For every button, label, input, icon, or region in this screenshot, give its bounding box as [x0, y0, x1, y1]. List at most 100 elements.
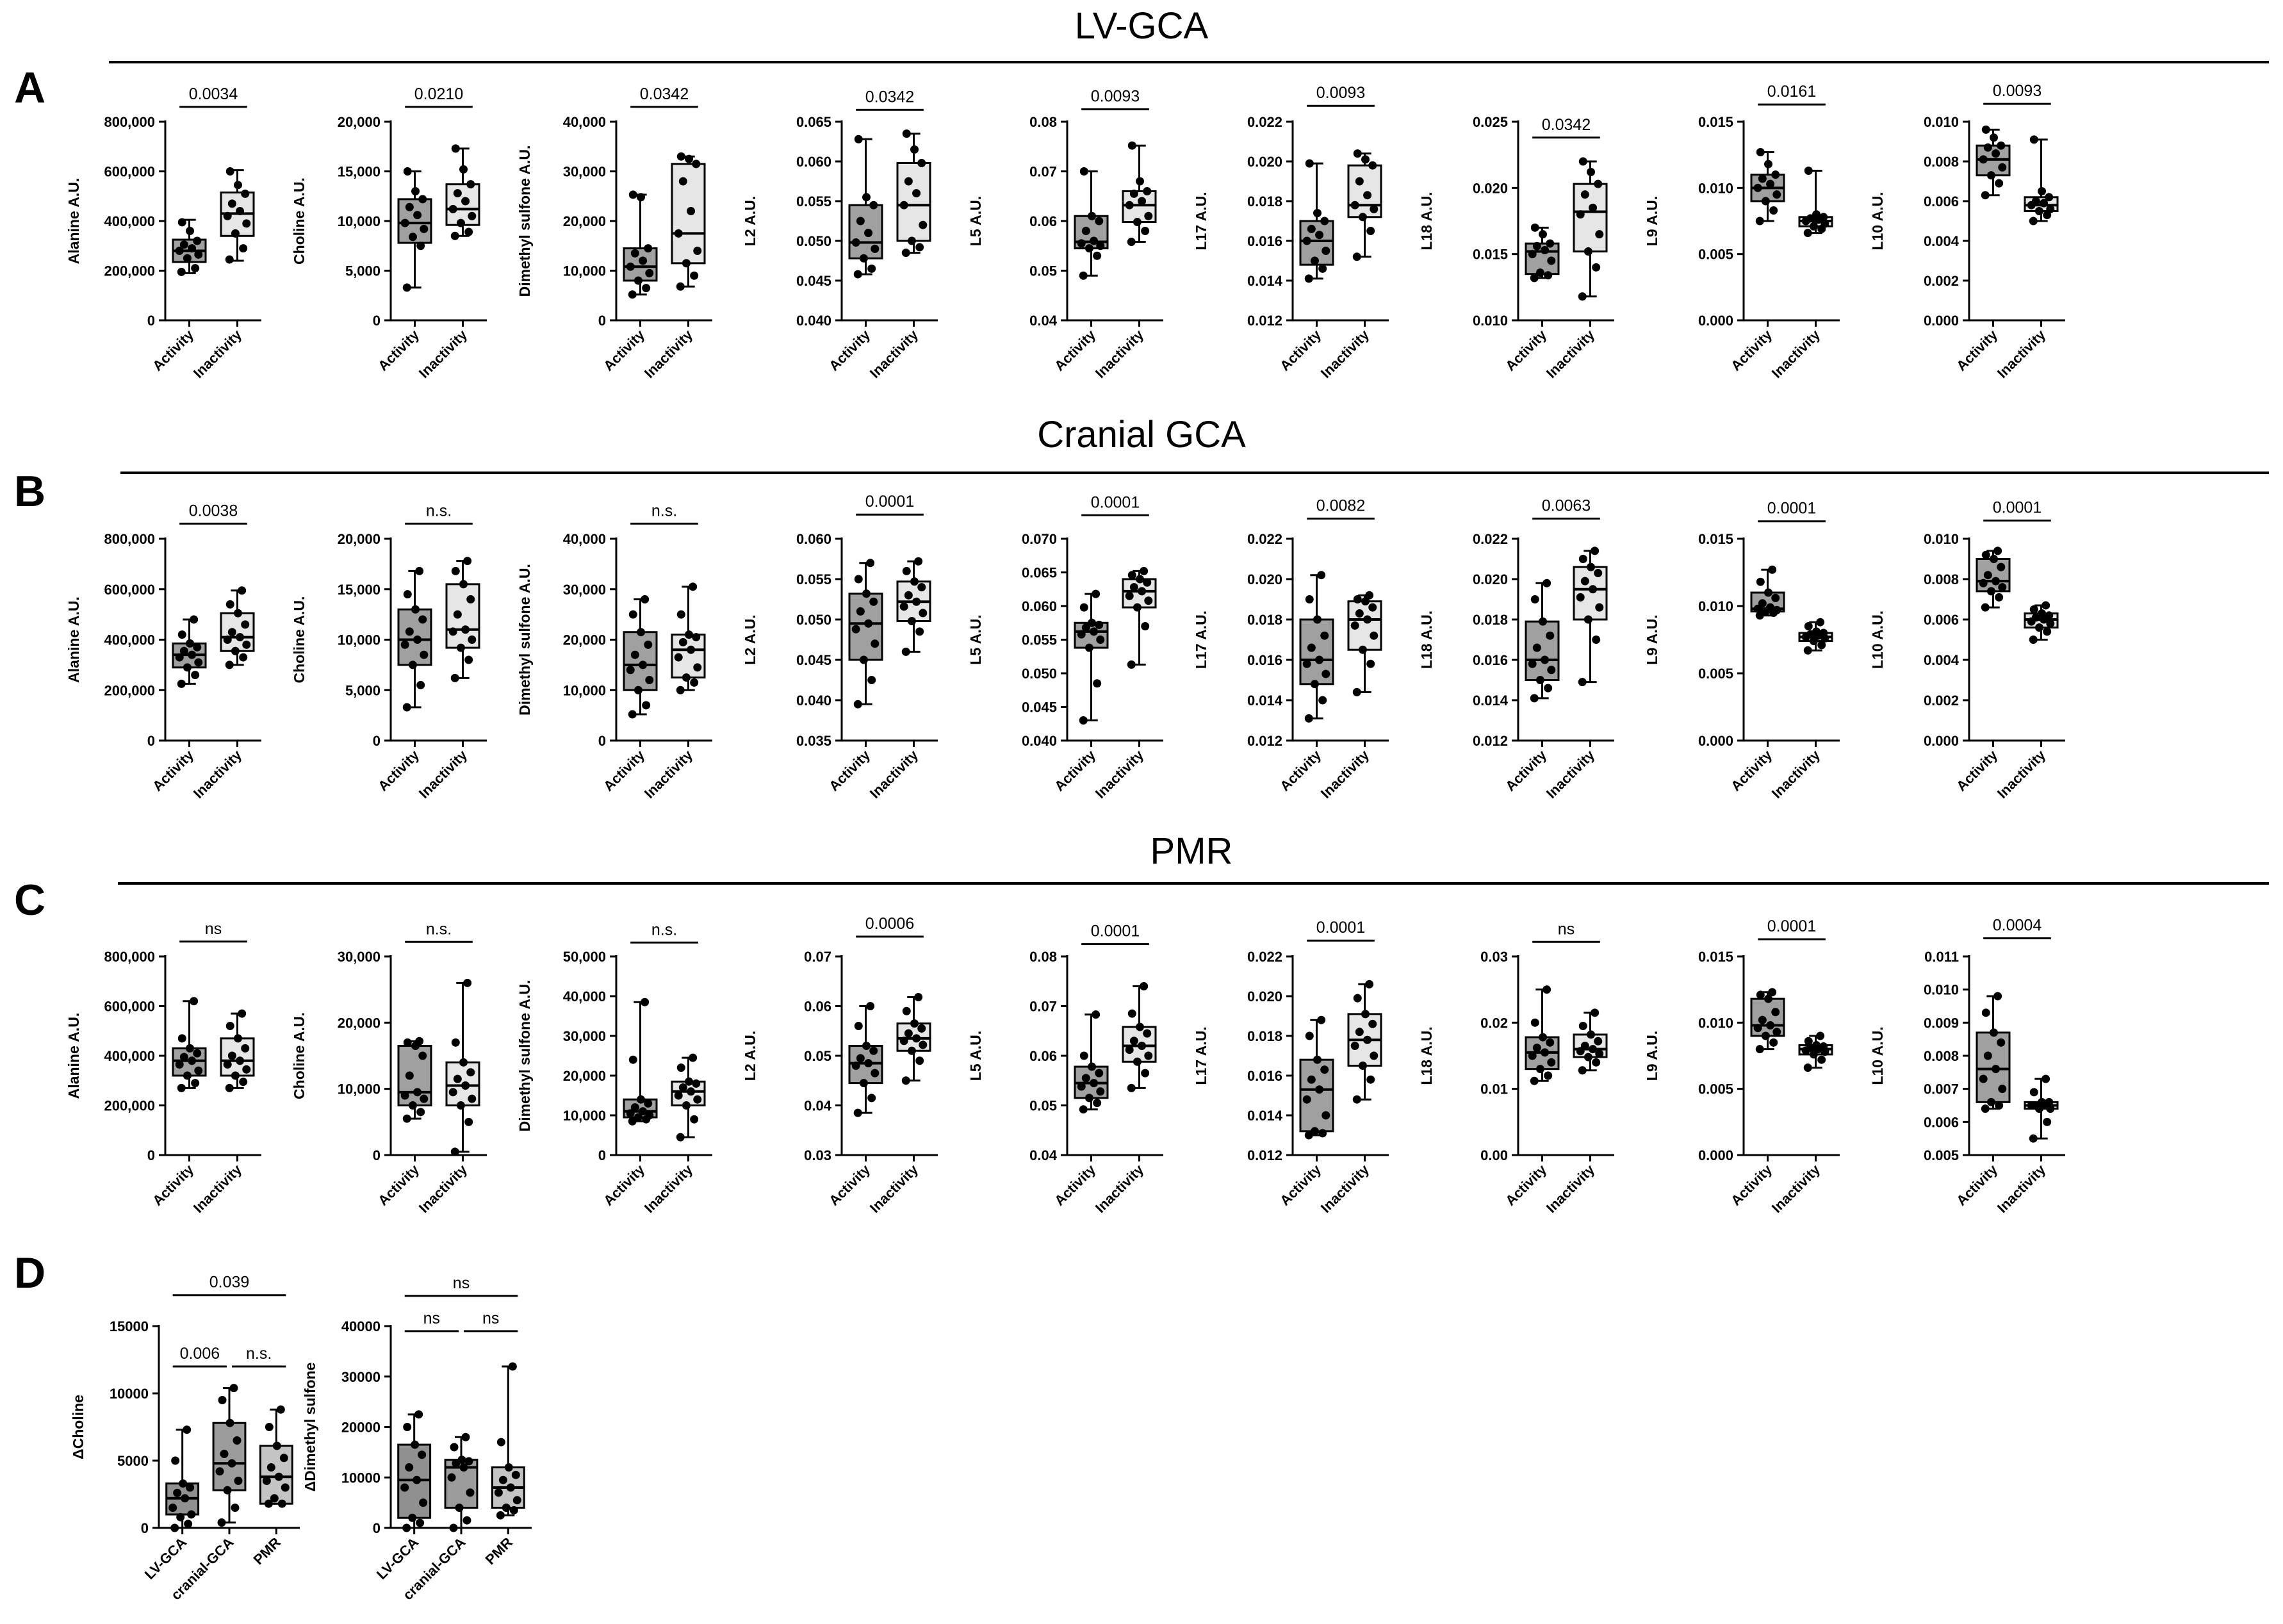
data-point [1088, 211, 1097, 220]
data-point [637, 1095, 646, 1104]
data-point [177, 1083, 186, 1092]
data-point [1530, 223, 1539, 232]
box-activity [1074, 589, 1109, 725]
data-point [1583, 1053, 1592, 1062]
chart-c-dimethyl-sulfone-a-u: 010,00020,00030,00040,00050,000Dimethyl … [516, 921, 712, 1216]
y-tick-label: 0.006 [1924, 193, 1959, 209]
data-point [1138, 587, 1147, 596]
p-value-label: 0.0001 [1316, 919, 1365, 937]
box-inactivity [1573, 157, 1608, 301]
data-point [408, 233, 417, 242]
y-tick-label: 0.040 [796, 693, 831, 709]
data-point [1317, 571, 1326, 580]
data-point [1576, 593, 1585, 602]
box-inactivity [220, 586, 255, 669]
x-tick-label: Activity [1277, 326, 1324, 373]
data-point [692, 633, 701, 642]
data-point [690, 678, 699, 687]
data-point [692, 1079, 701, 1088]
data-point [451, 1038, 460, 1047]
data-point [456, 1101, 465, 1110]
y-tick-label: 0.04 [1029, 1147, 1058, 1163]
y-tick-label: 0.010 [1924, 114, 1959, 130]
x-tick-label: Activity [600, 1161, 648, 1208]
data-point [1370, 631, 1379, 640]
box-inactivity [445, 144, 480, 240]
data-point [644, 640, 653, 649]
y-tick-label: 0.040 [796, 313, 831, 329]
data-point [415, 566, 424, 575]
data-point [450, 231, 459, 240]
data-point [2043, 627, 2052, 636]
data-point [1993, 992, 2002, 1001]
data-point [914, 993, 923, 1002]
data-point [1318, 696, 1327, 705]
data-point [408, 1101, 417, 1110]
data-point [1530, 595, 1539, 603]
data-point [2034, 623, 2043, 632]
data-point [904, 591, 913, 600]
box-activity [848, 1002, 883, 1117]
p-value-label: 0.0034 [189, 85, 238, 103]
y-axis-label: L10 A.U. [1869, 611, 1886, 669]
y-tick-label: 20,000 [563, 213, 606, 229]
y-tick-label: 0.000 [1924, 733, 1959, 749]
y-axis-label: L17 A.U. [1193, 1026, 1209, 1085]
data-point [854, 1022, 863, 1030]
p-value-label: 0.0082 [1316, 497, 1365, 515]
data-point [1589, 585, 1598, 594]
data-point [628, 710, 637, 719]
data-point [902, 1006, 911, 1015]
data-point [181, 1494, 190, 1503]
x-tick-label: Activity [826, 746, 873, 794]
y-tick-label: 0.07 [1029, 164, 1057, 180]
box-activity [397, 566, 432, 712]
data-point [1305, 1031, 1314, 1040]
data-point [494, 1488, 503, 1497]
box-inactivity [1122, 566, 1157, 669]
data-point [509, 1505, 518, 1514]
box-activity [172, 615, 207, 688]
y-tick-label: 0.022 [1247, 531, 1282, 547]
y-axis-label: L2 A.U. [742, 614, 758, 664]
data-point [901, 647, 910, 656]
data-point [400, 218, 409, 227]
significance-bracket: 0.0210 [405, 85, 473, 108]
y-tick-label: 600,000 [104, 164, 155, 180]
data-point [904, 177, 913, 186]
data-point [168, 1504, 177, 1512]
data-point [1096, 636, 1105, 644]
y-tick-label: 0.005 [1698, 247, 1733, 263]
data-point [1125, 201, 1134, 209]
data-point [676, 282, 685, 291]
box-inactivity [896, 993, 931, 1085]
data-point [1804, 1037, 1813, 1046]
data-point [1361, 597, 1370, 606]
box-activity [397, 1037, 432, 1123]
y-axis-label: L18 A.U. [1418, 611, 1435, 669]
y-tick-label: 0.01 [1480, 1081, 1508, 1097]
p-value-label: 0.006 [180, 1345, 220, 1363]
y-tick-label: 0.012 [1247, 1147, 1282, 1163]
data-point [1546, 1038, 1555, 1047]
y-tick-label: 0.065 [796, 114, 831, 130]
data-point [217, 1518, 226, 1527]
data-point [466, 1488, 475, 1497]
data-point [1310, 1127, 1319, 1136]
x-tick-label: Activity [1728, 746, 1775, 794]
data-point [1990, 133, 1999, 142]
y-tick-label: 0.005 [1698, 1081, 1733, 1097]
y-tick-label: 15000 [110, 1318, 149, 1334]
data-point [1755, 611, 1764, 620]
y-axis-label: L17 A.U. [1193, 192, 1209, 250]
data-point [234, 609, 243, 618]
box-inactivity [671, 582, 706, 694]
data-point [1772, 605, 1781, 614]
data-point [862, 1042, 871, 1050]
data-point [1313, 615, 1322, 624]
